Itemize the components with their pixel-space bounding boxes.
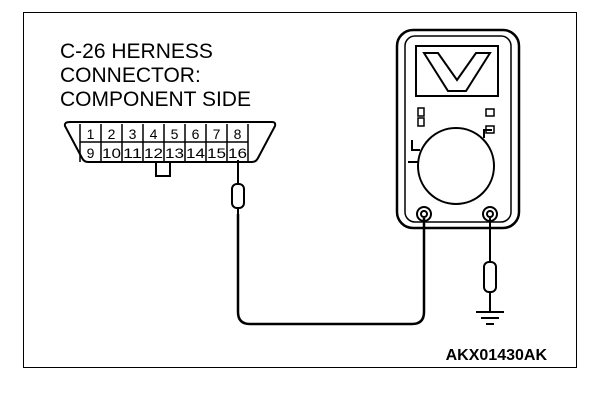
meter-inner-case — [404, 35, 512, 223]
pin-label: 15 — [207, 145, 226, 161]
test-probe-icon — [231, 160, 245, 214]
figure-code: AKX01430AK — [446, 347, 548, 364]
pin-label: 12 — [144, 145, 163, 161]
pin-label: 5 — [171, 126, 179, 142]
meter-display — [415, 45, 499, 97]
multimeter — [395, 28, 521, 230]
diagram-frame — [23, 12, 577, 368]
ground-symbol-icon — [476, 311, 504, 325]
pin-label: 4 — [150, 126, 158, 142]
pin-label: 2 — [108, 126, 116, 142]
pin-label: 14 — [186, 145, 205, 161]
pin-label: 9 — [87, 145, 95, 161]
pin-label: 6 — [192, 126, 200, 142]
pin-label: 3 — [129, 126, 137, 142]
pin-label: 13 — [165, 145, 184, 161]
connector-outer-shell — [63, 121, 277, 163]
test-probe-icon — [483, 261, 497, 293]
meter-switch-left-top — [417, 107, 425, 117]
meter-input-jack-com — [416, 206, 432, 222]
pin-label: 7 — [213, 126, 221, 142]
test-lead-wire — [236, 214, 426, 326]
connector-label-line2: CONNECTOR: — [60, 64, 201, 87]
connector-label-line3: COMPONENT SIDE — [60, 88, 251, 111]
connector-lock-tab — [155, 161, 171, 177]
meter-outer-case — [395, 28, 521, 230]
connector-pin-grid — [79, 124, 249, 162]
voltage-v-icon — [422, 52, 492, 92]
pin-label: 10 — [102, 145, 121, 161]
pin-label: 16 — [228, 145, 247, 161]
pin-label: 8 — [234, 126, 242, 142]
connector-label-line1: C-26 HERNESS — [60, 40, 213, 63]
meter-switch-right-top — [485, 108, 495, 117]
pin-label: 11 — [123, 145, 142, 161]
ground-lead — [483, 218, 497, 312]
harness-connector: 1 2 3 4 5 6 7 8 9 10 11 12 13 14 15 16 — [63, 121, 277, 177]
meter-switch-left-bottom — [417, 117, 425, 127]
meter-rotary-dial — [408, 127, 495, 205]
pin-label: 1 — [87, 126, 95, 142]
